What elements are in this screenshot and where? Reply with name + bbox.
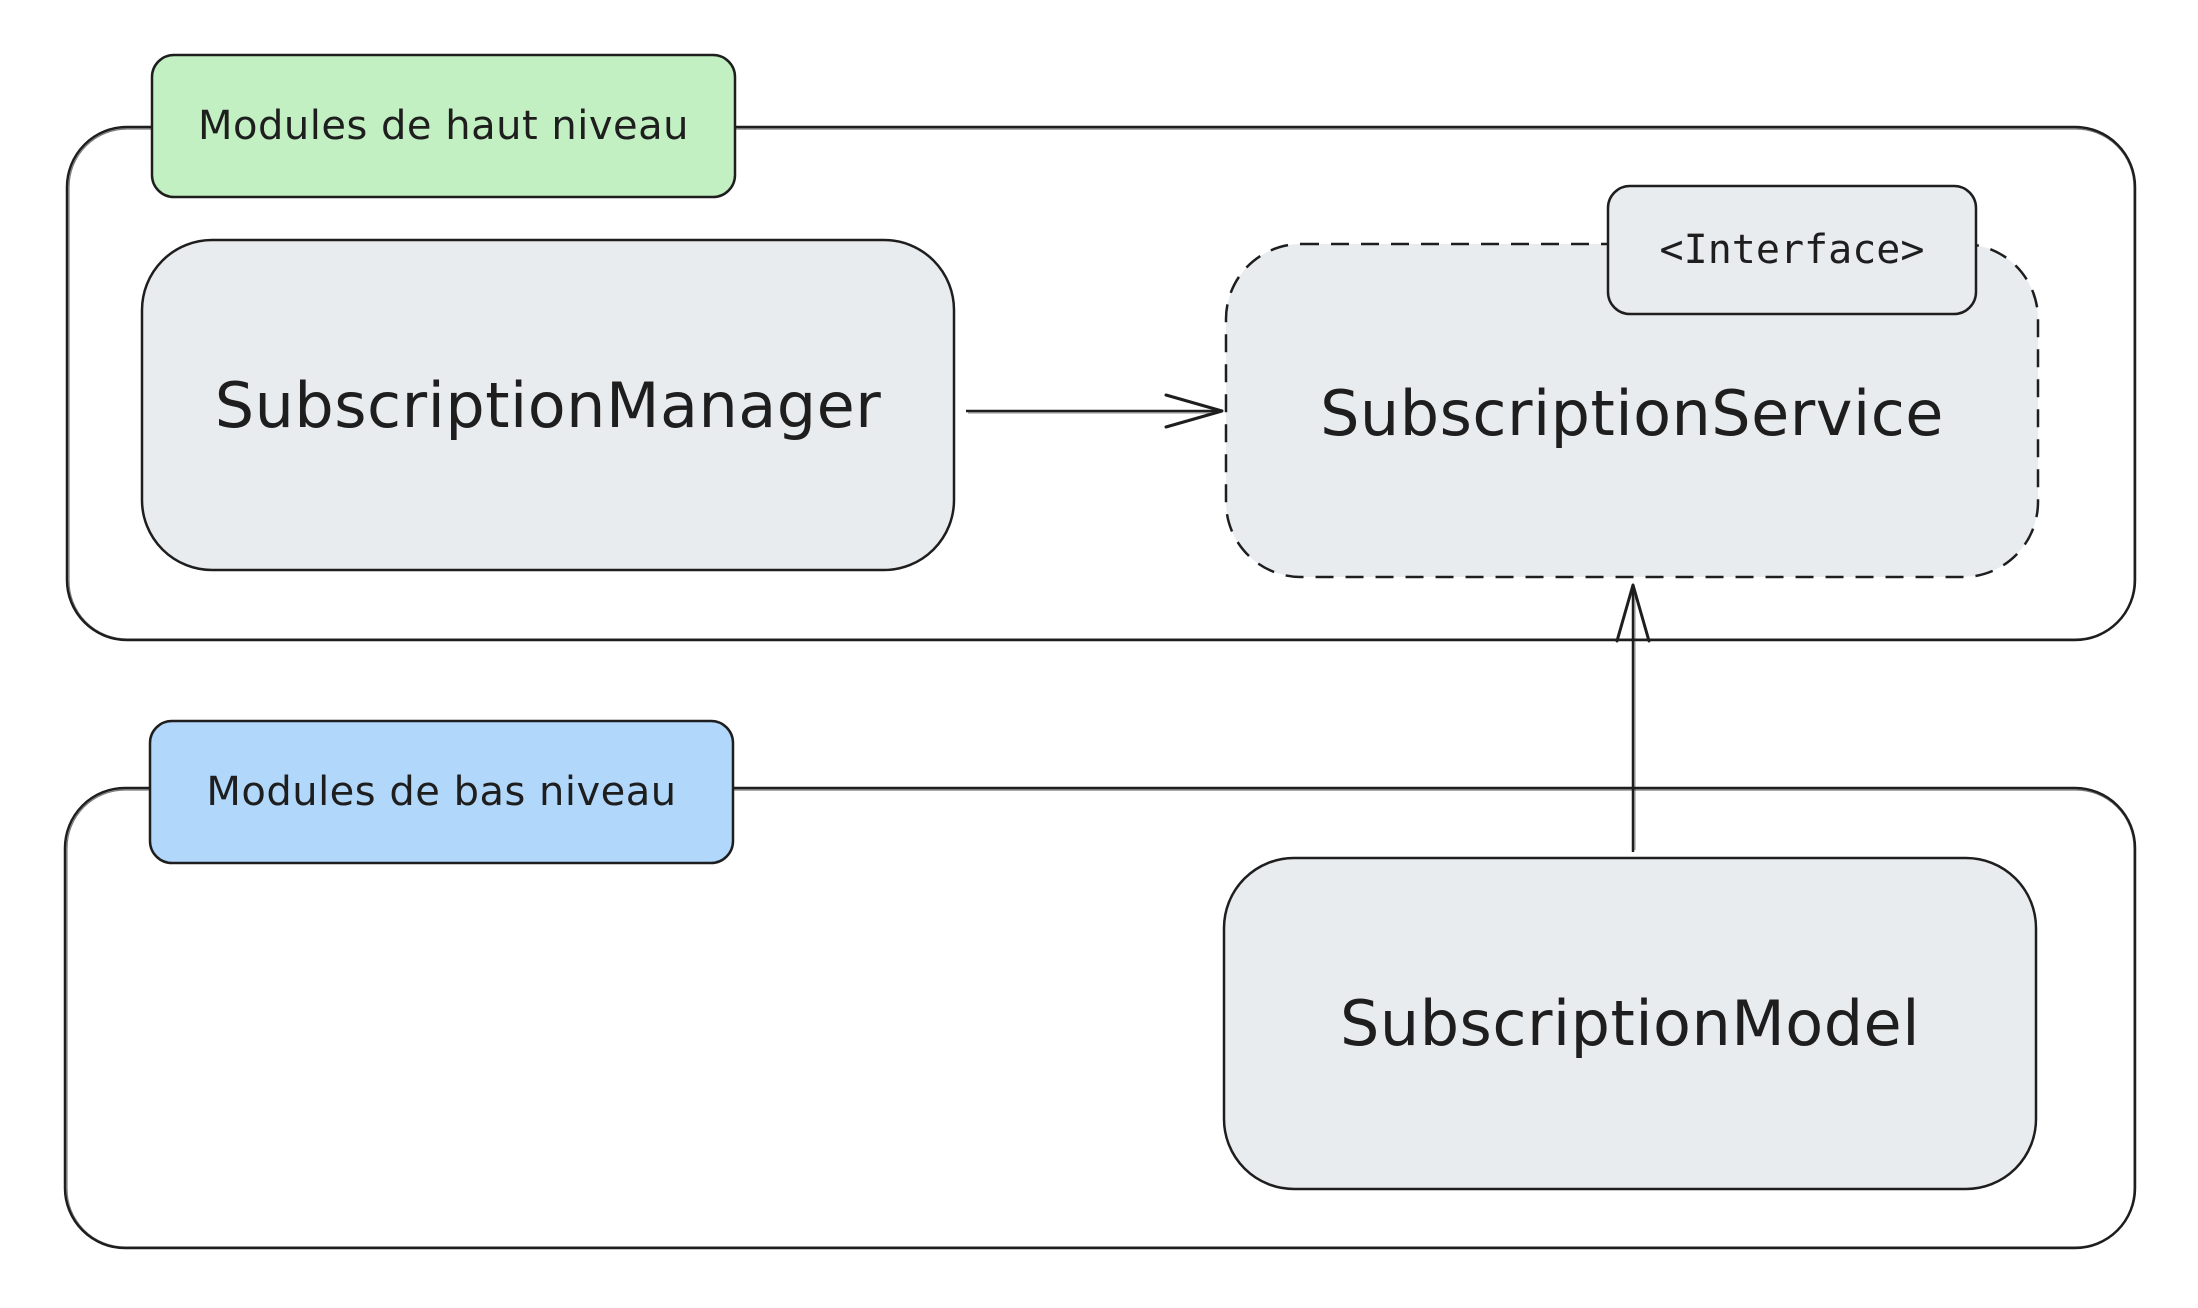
subscription-service-label: SubscriptionService — [1320, 376, 1944, 450]
low-level-group-container — [63, 786, 2137, 1250]
low-level-group-label: Modules de bas niveau — [206, 769, 677, 815]
subscription-manager-label: SubscriptionManager — [214, 368, 882, 442]
subscription-model-label: SubscriptionModel — [1340, 987, 1920, 1060]
high-level-group-label: Modules de haut niveau — [198, 103, 689, 149]
subscription-model-node — [1222, 856, 2038, 1191]
interface-stereotype-tab — [1606, 184, 1978, 316]
low-level-group-tag — [148, 719, 735, 865]
high-level-group-container — [65, 125, 2137, 642]
interface-stereotype-label: <Interface> — [1659, 227, 1925, 273]
high-level-group-tag — [150, 53, 737, 199]
subscription-manager-node — [140, 238, 956, 572]
